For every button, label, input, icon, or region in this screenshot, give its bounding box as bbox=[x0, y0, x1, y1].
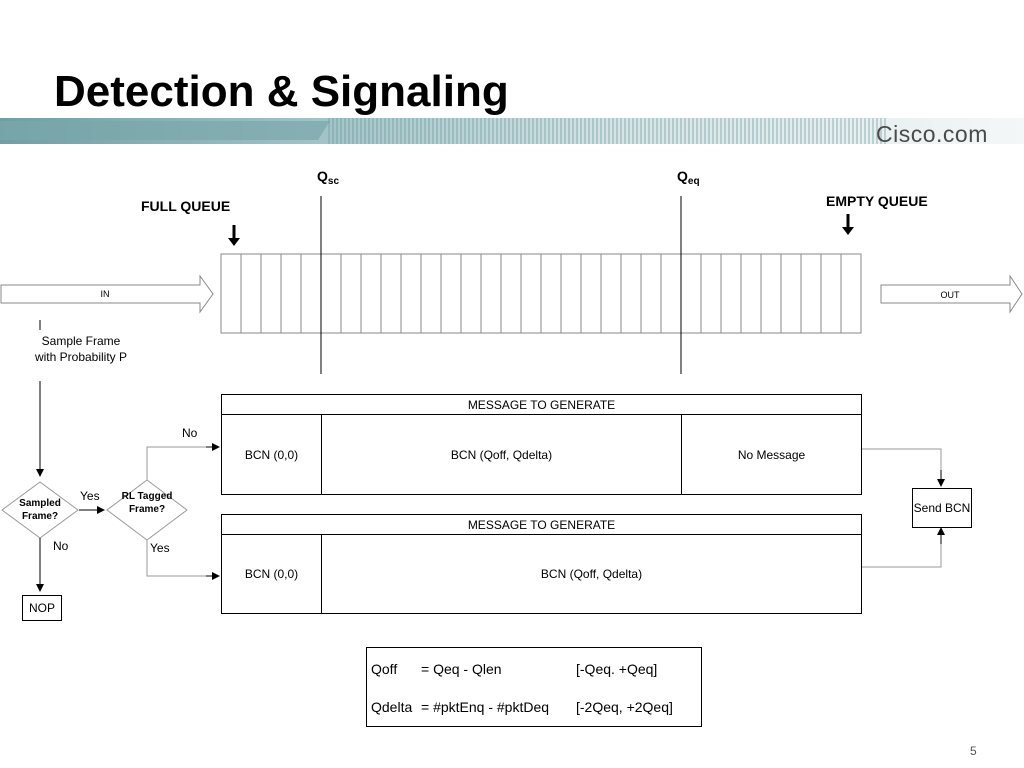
nop-box: NOP bbox=[22, 595, 62, 621]
queue-cell bbox=[420, 253, 442, 334]
table2-header: MESSAGE TO GENERATE bbox=[222, 515, 861, 535]
qoff-lhs: Qoff bbox=[371, 661, 398, 677]
table1-cell-2: BCN (Qoff, Qdelta) bbox=[322, 415, 682, 494]
qdelta-lhs: Qdelta bbox=[371, 699, 413, 715]
queue-cell bbox=[260, 253, 282, 334]
message-table-2: MESSAGE TO GENERATE BCN (0,0) BCN (Qoff,… bbox=[221, 514, 862, 614]
send-bcn-box: Send BCN bbox=[912, 488, 972, 528]
queue-cell bbox=[680, 253, 702, 334]
queue-cells bbox=[220, 253, 862, 334]
qdelta-range: [-2Qeq, +2Qeq] bbox=[576, 699, 673, 715]
queue-cell bbox=[740, 253, 762, 334]
queue-cell bbox=[300, 253, 322, 334]
table1-header: MESSAGE TO GENERATE bbox=[222, 395, 861, 415]
table1-cell-3: No Message bbox=[737, 447, 806, 462]
sample-frame-text: Sample Frame with Probability P bbox=[34, 334, 128, 364]
queue-cell bbox=[560, 253, 582, 334]
table2-cell-1: BCN (0,0) bbox=[222, 535, 322, 613]
empty-queue-arrow-icon bbox=[842, 214, 854, 235]
queue-cell bbox=[700, 253, 722, 334]
out-label: OUT bbox=[940, 290, 960, 300]
queue-cell bbox=[480, 253, 502, 334]
table1-cell-1: BCN (0,0) bbox=[222, 415, 322, 494]
queue-cell bbox=[800, 253, 822, 334]
formula-box: Qoff = Qeq - Qlen [-Qeq. +Qeq] Qdelta = … bbox=[366, 647, 702, 727]
queue-cell bbox=[280, 253, 302, 334]
qsc-label: Qsc bbox=[317, 168, 340, 187]
qoff-formula-row: Qoff = Qeq - Qlen [-Qeq. +Qeq] bbox=[371, 660, 691, 678]
qdelta-rhs: = #pktEnq - #pktDeq bbox=[421, 699, 550, 715]
queue-cell bbox=[620, 253, 642, 334]
queue-cell bbox=[780, 253, 802, 334]
queue-cell bbox=[840, 253, 862, 334]
queue-cell bbox=[540, 253, 562, 334]
no-label-sampled: No bbox=[53, 539, 69, 553]
queue-cell bbox=[440, 253, 462, 334]
full-queue-arrow-icon bbox=[228, 225, 240, 246]
queue-cell bbox=[580, 253, 602, 334]
queue-cell bbox=[380, 253, 402, 334]
queue-cell bbox=[360, 253, 382, 334]
header-band bbox=[0, 118, 1024, 144]
queue-cell bbox=[340, 253, 362, 334]
queue-cell bbox=[320, 253, 342, 334]
queue-cell bbox=[460, 253, 482, 334]
sampled-frame-question: Sampled Frame? bbox=[19, 498, 61, 522]
qdelta-formula-row: Qdelta = #pktEnq - #pktDeq [-2Qeq, +2Qeq… bbox=[371, 698, 691, 716]
queue-cell bbox=[220, 253, 242, 334]
in-label: IN bbox=[100, 289, 110, 299]
full-queue-label: FULL QUEUE bbox=[141, 198, 231, 214]
queue-cell bbox=[640, 253, 662, 334]
empty-queue-label: EMPTY QUEUE bbox=[826, 193, 928, 209]
queue-cell bbox=[660, 253, 682, 334]
no-label-rl: No bbox=[182, 426, 198, 440]
message-table-1: MESSAGE TO GENERATE BCN (0,0) BCN (Qoff,… bbox=[221, 394, 862, 495]
queue-cell bbox=[600, 253, 622, 334]
queue-cell bbox=[400, 253, 422, 334]
queue-cell bbox=[500, 253, 522, 334]
table2-cell-2: BCN (Qoff, Qdelta) bbox=[540, 567, 643, 581]
queue-cell bbox=[520, 253, 542, 334]
rl-tagged-question: RL Tagged Frame? bbox=[121, 491, 173, 515]
out-arrow-shape bbox=[880, 274, 1023, 314]
queue-cell bbox=[820, 253, 842, 334]
qeq-label: Qeq bbox=[677, 168, 700, 187]
qoff-rhs: = Qeq - Qlen bbox=[421, 661, 502, 677]
page-number: 5 bbox=[970, 744, 977, 758]
queue-cell bbox=[240, 253, 262, 334]
slide-title: Detection & Signaling bbox=[54, 67, 509, 116]
queue-cell bbox=[760, 253, 782, 334]
yes-label-rl: Yes bbox=[150, 541, 170, 555]
in-arrow-shape bbox=[0, 274, 214, 314]
cisco-logo-text: Cisco.com bbox=[876, 121, 988, 147]
yes-label-sampled: Yes bbox=[80, 489, 100, 503]
queue-cell bbox=[720, 253, 742, 334]
qoff-range: [-Qeq. +Qeq] bbox=[576, 661, 658, 677]
